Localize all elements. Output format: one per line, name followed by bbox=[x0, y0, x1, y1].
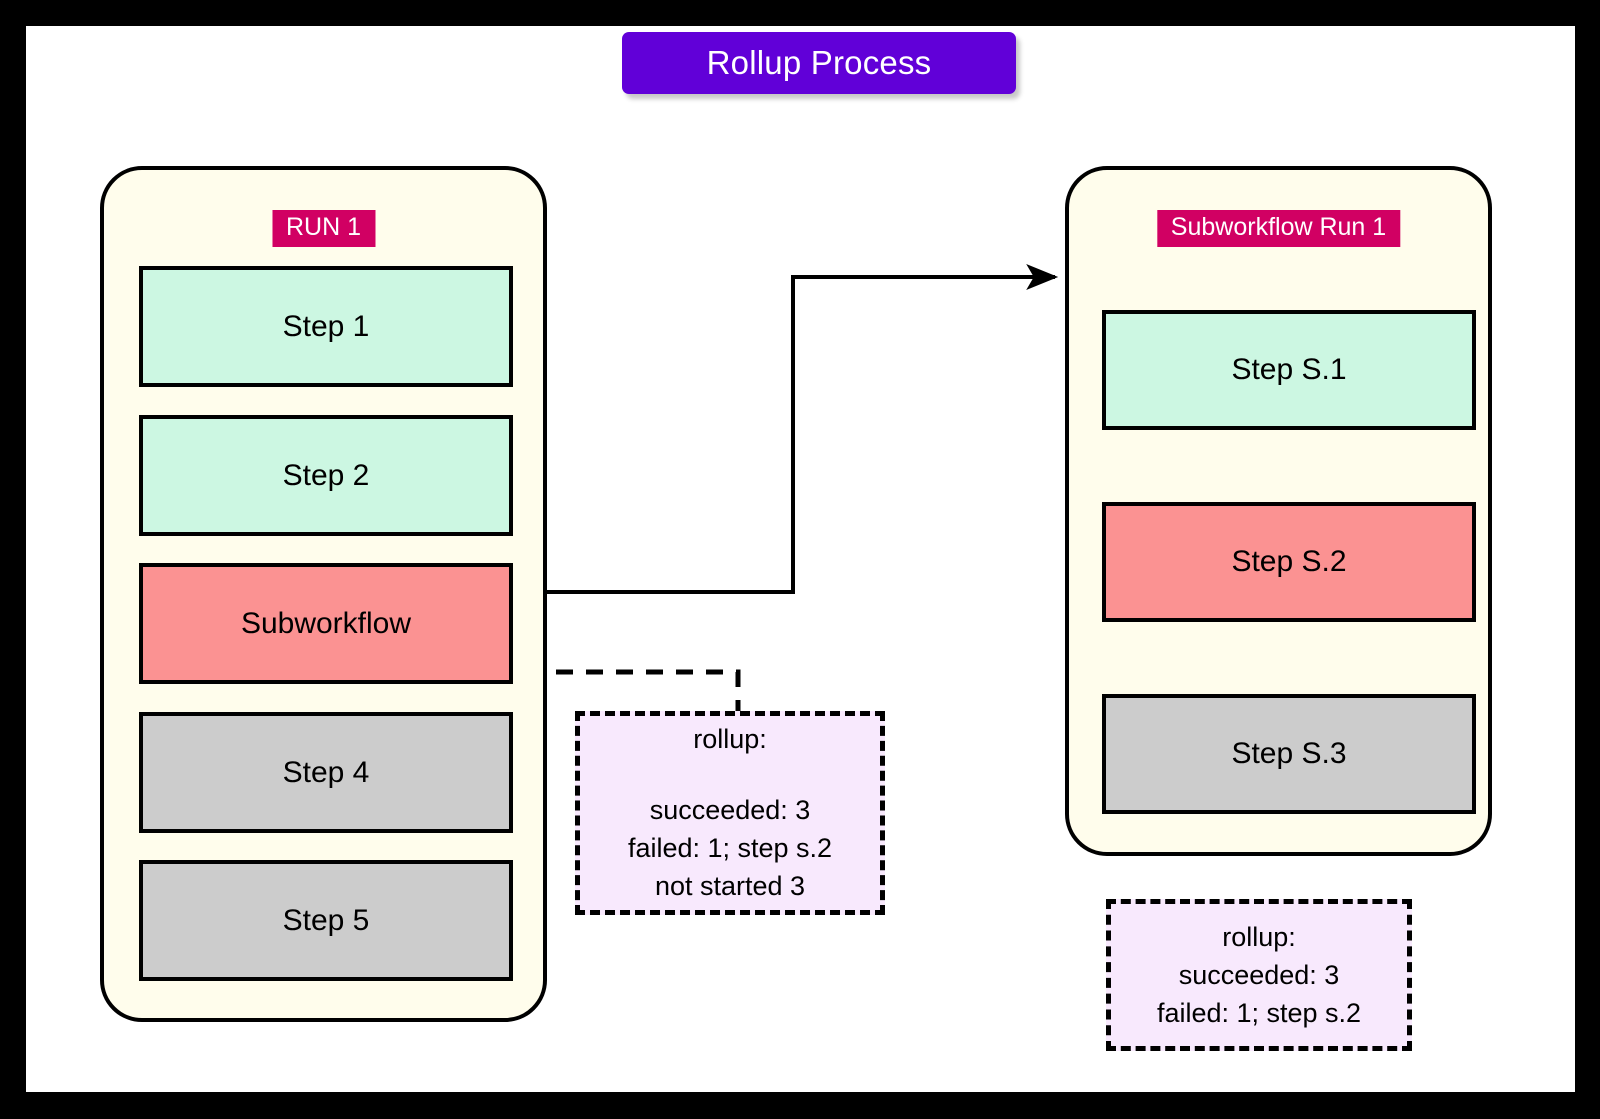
step-box-step-5[interactable]: Step 5 bbox=[139, 860, 513, 981]
step-box-step-1[interactable]: Step 1 bbox=[139, 266, 513, 387]
dashed-leader-subworkflow-to-note bbox=[556, 669, 741, 713]
rollup-note-title: rollup: bbox=[693, 724, 767, 755]
arrow-subworkflow-to-subrun bbox=[547, 264, 1059, 594]
run-container-right[interactable]: Subworkflow Run 1 Step S.1 Step S.2 Step… bbox=[1065, 166, 1492, 856]
step-box-subworkflow[interactable]: Subworkflow bbox=[139, 563, 513, 684]
rollup-note-succeeded-sub: succeeded: 3 bbox=[1178, 959, 1340, 990]
step-box-step-4[interactable]: Step 4 bbox=[139, 712, 513, 833]
rollup-note-not-started: not started 3 bbox=[654, 871, 806, 902]
rollup-note-subworkflow-run: rollup: succeeded: 3 failed: 1; step s.2 bbox=[1106, 899, 1412, 1051]
rollup-note-title-sub: rollup: bbox=[1222, 921, 1296, 952]
rollup-note-succeeded: succeeded: 3 bbox=[649, 794, 811, 825]
rollup-note-failed-sub: failed: 1; step s.2 bbox=[1156, 998, 1362, 1029]
run-container-left[interactable]: RUN 1 Step 1 Step 2 Subworkflow Step 4 S… bbox=[100, 166, 547, 1022]
rollup-note-main-run: rollup: succeeded: 3 failed: 1; step s.2… bbox=[575, 711, 885, 915]
step-box-step-2[interactable]: Step 2 bbox=[139, 415, 513, 536]
diagram-title-badge: Rollup Process bbox=[622, 32, 1016, 94]
run-badge-subworkflow: Subworkflow Run 1 bbox=[1156, 210, 1401, 247]
step-box-step-s1[interactable]: Step S.1 bbox=[1102, 310, 1476, 430]
run-badge-left: RUN 1 bbox=[271, 210, 376, 247]
step-box-step-s2[interactable]: Step S.2 bbox=[1102, 502, 1476, 622]
diagram-canvas: Rollup Process RUN 1 Step 1 Step 2 Subwo… bbox=[26, 26, 1575, 1092]
rollup-note-failed: failed: 1; step s.2 bbox=[627, 833, 833, 863]
step-box-step-s3[interactable]: Step S.3 bbox=[1102, 694, 1476, 814]
